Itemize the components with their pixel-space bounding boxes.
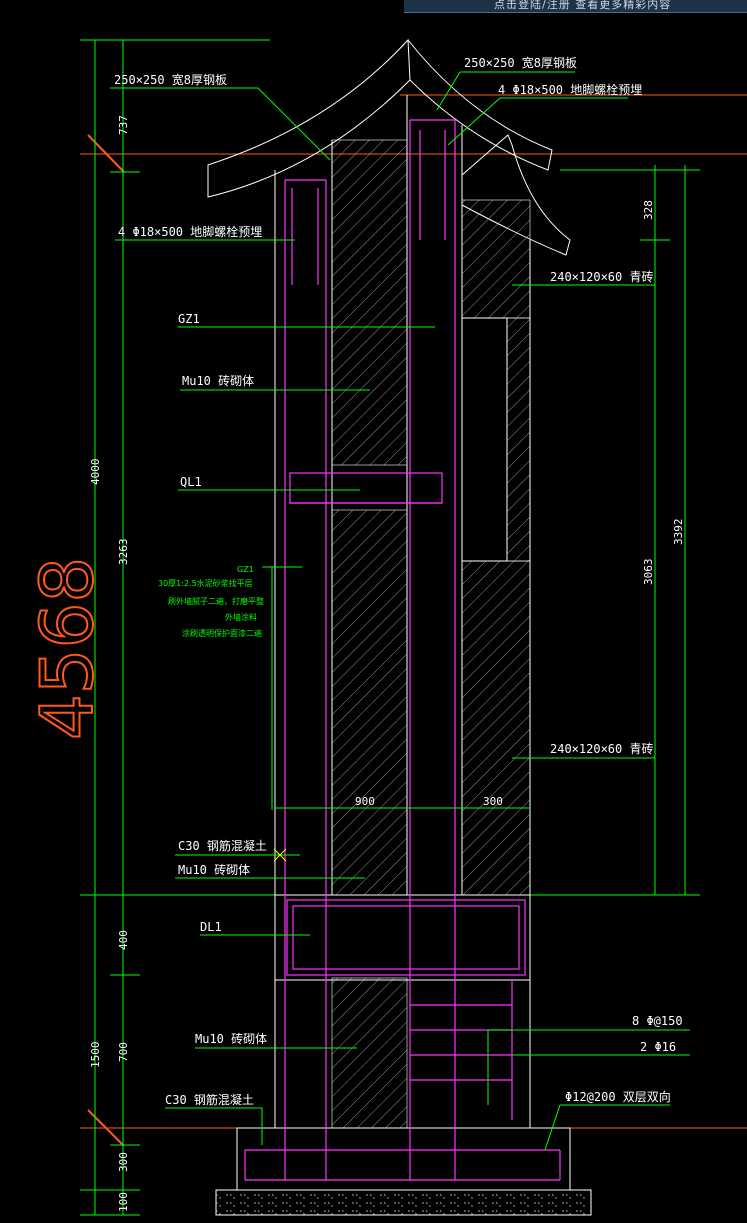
leader-lines bbox=[110, 71, 690, 1151]
dim-1500: 1500 bbox=[89, 1042, 102, 1069]
dim-400: 400 bbox=[117, 930, 130, 950]
label-rebar-main: 2 Φ16 bbox=[640, 1040, 676, 1054]
dim-300-horizontal: 300 bbox=[483, 795, 503, 808]
note-mortar: 30厚1:2.5水泥砂浆找平层 bbox=[158, 578, 253, 588]
label-dl1: DL1 bbox=[200, 920, 222, 934]
total-height-label: 4568 bbox=[25, 557, 109, 740]
label-mu10-bot: Mu10 砖砌体 bbox=[195, 1031, 267, 1046]
label-bolt-right: 4 Φ18×500 地脚螺栓预埋 bbox=[498, 82, 642, 97]
label-ql1: QL1 bbox=[180, 475, 202, 489]
dim-100: 100 bbox=[117, 1192, 130, 1212]
foundation bbox=[215, 894, 592, 1216]
label-bolt-left: 4 Φ18×500 地脚螺栓预埋 bbox=[118, 224, 262, 239]
label-plate-right: 250×250 宽8厚钢板 bbox=[464, 55, 577, 70]
dim-4000: 4000 bbox=[89, 459, 102, 486]
left-dimension-chain bbox=[80, 39, 275, 1216]
label-rebar-stirrup: 8 Φ@150 bbox=[632, 1014, 683, 1028]
label-plate-left: 250×250 宽8厚钢板 bbox=[114, 72, 227, 87]
dim-328: 328 bbox=[642, 200, 655, 220]
hatched-masonry bbox=[331, 139, 531, 1129]
dim-3063: 3063 bbox=[642, 559, 655, 586]
window-title-bar[interactable]: 点击登陆/注册 查看更多精彩内容 bbox=[404, 0, 747, 13]
axis-lines bbox=[80, 94, 747, 1147]
note-putty: 刷外墙腻子二遍，打磨平整 bbox=[168, 596, 264, 606]
dim-3392: 3392 bbox=[672, 519, 685, 546]
label-brick-mid: 240×120×60 青砖 bbox=[550, 741, 653, 756]
window-title: 点击登陆/注册 查看更多精彩内容 bbox=[494, 0, 672, 11]
note-paint: 外墙涂料 bbox=[225, 612, 257, 622]
dim-300: 300 bbox=[117, 1152, 130, 1172]
note-gz1: GZ1 bbox=[237, 565, 254, 574]
dim-900: 900 bbox=[355, 795, 375, 808]
label-mu10-mid: Mu10 砖砌体 bbox=[178, 862, 250, 877]
dim-3263: 3263 bbox=[117, 539, 130, 566]
label-c30-bot: C30 钢筋混凝土 bbox=[165, 1092, 254, 1107]
crosshair-marker bbox=[273, 848, 287, 862]
dim-737: 737 bbox=[117, 115, 130, 135]
label-c30-mid: C30 钢筋混凝土 bbox=[178, 838, 267, 853]
dim-700: 700 bbox=[117, 1042, 130, 1062]
label-gz1: GZ1 bbox=[178, 312, 200, 326]
note-varnish: 涂刷透明保护面漆二遍 bbox=[182, 628, 262, 638]
right-dimension-chain bbox=[530, 165, 700, 896]
label-rebar-slab: Φ12@200 双层双向 bbox=[565, 1089, 671, 1104]
label-brick-top: 240×120×60 青砖 bbox=[550, 269, 653, 284]
label-mu10-top: Mu10 砖砌体 bbox=[182, 373, 254, 388]
